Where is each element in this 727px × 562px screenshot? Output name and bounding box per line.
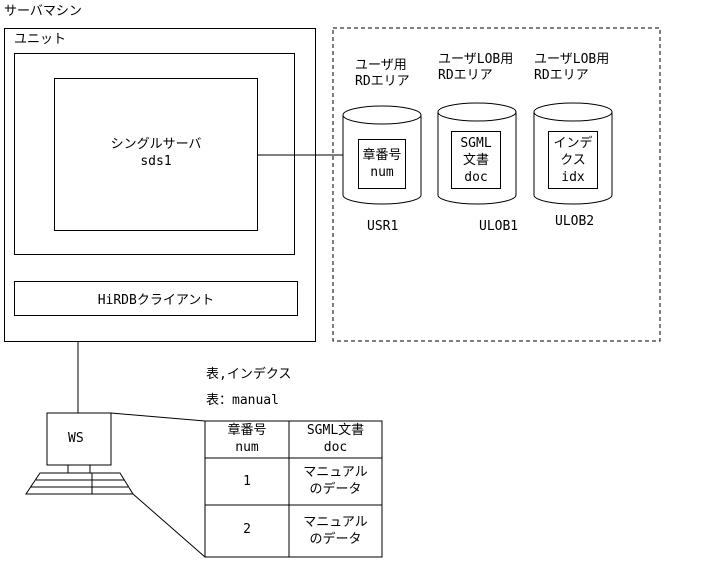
- table-header-doc-1: SGML文書: [306, 423, 365, 438]
- cylinder-usr1: [342, 105, 422, 205]
- usr1-content-box: 章番号 num: [358, 139, 406, 189]
- callout-line-top: [110, 412, 206, 422]
- ulob2-content-line-1: インデ: [553, 135, 593, 151]
- callout-line-bottom: [132, 493, 206, 558]
- table-grid: [204, 420, 383, 558]
- table-row-1-doc-2: のデータ: [309, 482, 362, 497]
- legend-line-1: 表,インデクス: [206, 367, 292, 382]
- single-server-id: sds1: [140, 153, 172, 169]
- ulob2-content-box: インデ クス idx: [548, 131, 598, 189]
- rd-area-ulob2-type-2: RDエリア: [534, 68, 589, 83]
- server-machine-box: [4, 28, 316, 342]
- table-row-1-num: 1: [243, 474, 251, 489]
- ulob1-content-box: SGML 文書 doc: [451, 131, 501, 189]
- unit-label: ユニット: [14, 32, 67, 47]
- ulob2-content-line-3: idx: [561, 169, 585, 185]
- usr1-content-line-2: num: [370, 165, 394, 180]
- table-header-num-1: 章番号: [227, 423, 267, 438]
- usr1-content-line-1: 章番号: [362, 148, 402, 163]
- server-machine-label: サーバマシン: [4, 4, 82, 19]
- table-row-2-doc-1: マニュアル: [303, 515, 368, 530]
- rd-area-ulob2-type-1: ユーザLOB用: [534, 52, 610, 67]
- legend-line-2: 表：manual: [206, 393, 279, 408]
- table-header-doc-2: doc: [323, 440, 348, 455]
- rd-area-usr1-type-1: ユーザ用: [355, 58, 407, 73]
- single-server-box: シングルサーバ sds1: [54, 78, 258, 231]
- ulob2-content-line-2: クス: [560, 152, 586, 168]
- table-row-2-num: 2: [243, 522, 251, 537]
- table-header-num-2: num: [235, 440, 259, 455]
- rd-area-group-border: [332, 27, 661, 342]
- rd-area-ulob2-name: ULOB2: [555, 214, 595, 229]
- rd-area-ulob1-type-1: ユーザLOB用: [438, 52, 514, 67]
- rd-area-usr1-type-2: RDエリア: [355, 74, 410, 89]
- table-row-1-doc-1: マニュアル: [303, 465, 368, 480]
- ulob1-content-line-2: 文書: [462, 152, 489, 168]
- rd-area-ulob1-name: ULOB1: [479, 219, 519, 234]
- cylinder-ulob1: [437, 102, 517, 205]
- workstation-label: WS: [68, 431, 84, 446]
- unit-box: [14, 53, 295, 255]
- hirdb-client-label: HiRDBクライアント: [97, 293, 215, 308]
- rd-area-usr1-name: USR1: [367, 219, 399, 234]
- workstation-icon: [25, 412, 134, 495]
- cylinder-ulob2: [533, 102, 613, 205]
- hirdb-client-box: HiRDBクライアント: [14, 281, 298, 316]
- table-row-2-doc-2: のデータ: [309, 532, 362, 547]
- ulob1-content-line-1: SGML: [460, 135, 492, 151]
- rd-area-ulob1-type-2: RDエリア: [438, 68, 493, 83]
- single-server-name: シングルサーバ: [110, 136, 202, 152]
- ulob1-content-line-3: doc: [464, 169, 488, 185]
